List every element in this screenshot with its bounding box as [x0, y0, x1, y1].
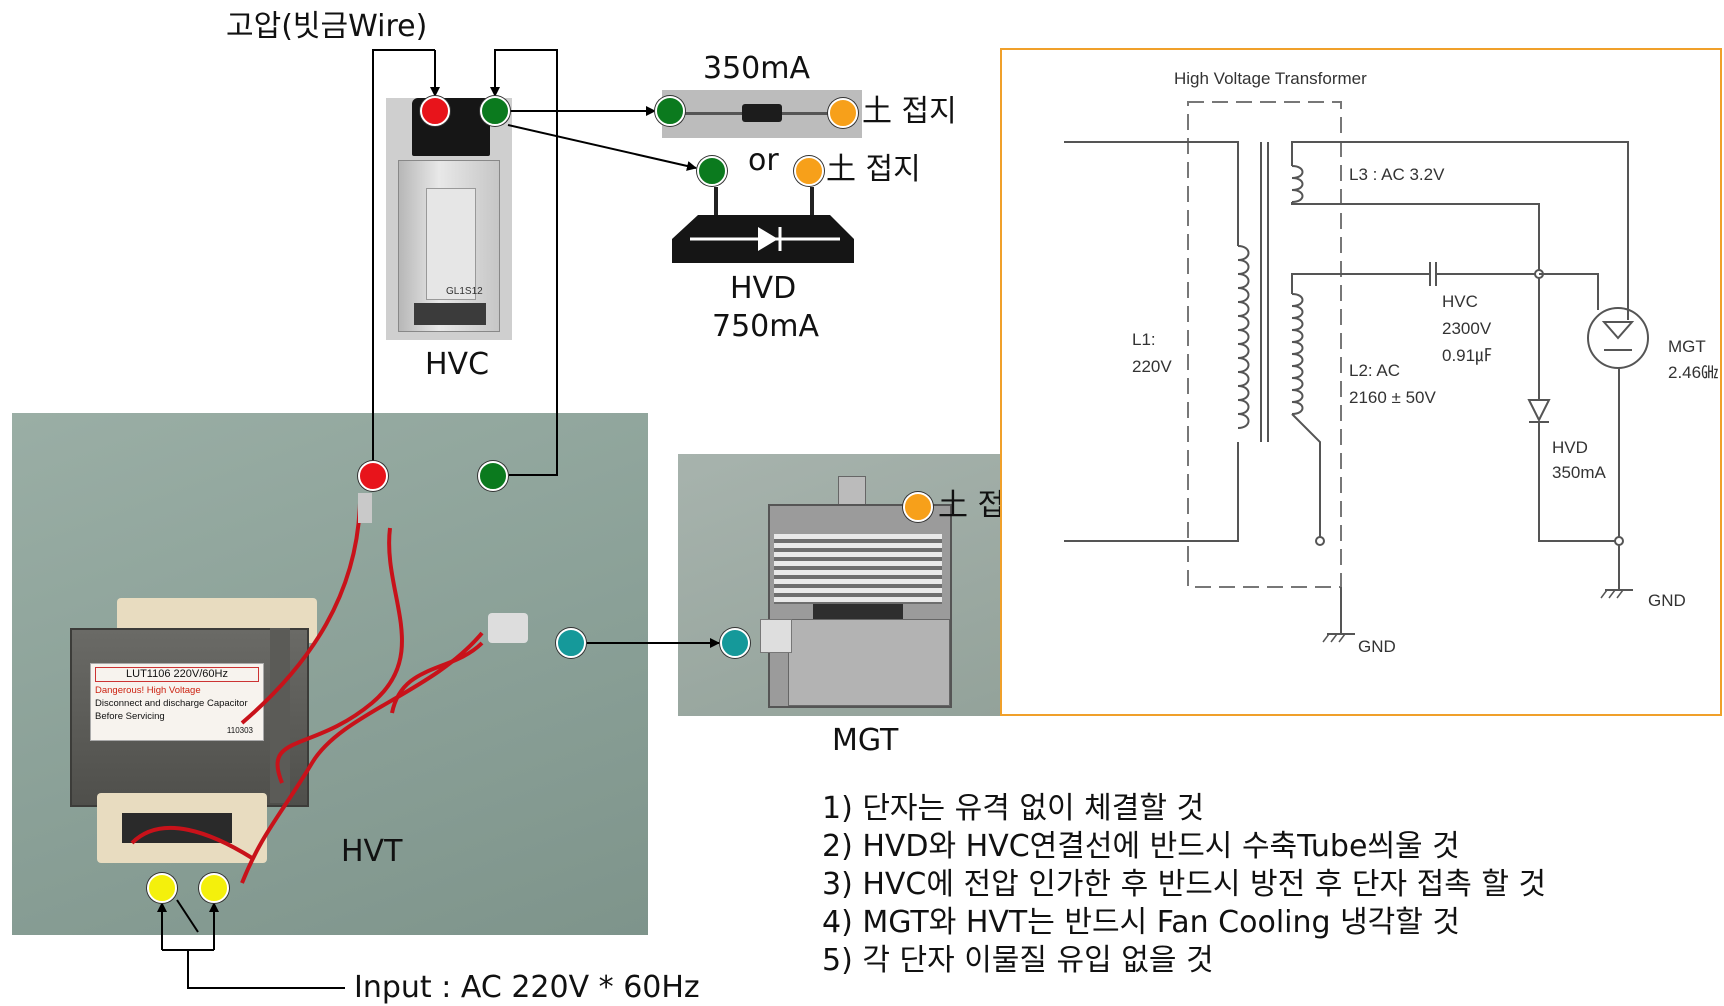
- mgt-photo: [678, 454, 1012, 716]
- hvc-voltage: 2300V: [1442, 319, 1492, 338]
- hvt-label: HVT: [341, 834, 403, 869]
- hvt-green-terminal[interactable]: [478, 461, 508, 491]
- input-yellow-terminal-1[interactable]: [147, 873, 177, 903]
- ground-symbol-icon: [1600, 589, 1633, 599]
- note-1: 1) 단자는 유격 없이 체결할 것: [822, 791, 1205, 826]
- ground-label-hvd: 土 접지: [826, 152, 921, 187]
- hvd-ground-terminal[interactable]: [794, 156, 824, 186]
- l1-name: L1:: [1132, 330, 1156, 349]
- magnetron-tube-icon: [1587, 307, 1649, 369]
- schematic-panel: High Voltage Transformer L1: 220V L3 : A…: [1000, 48, 1722, 716]
- hvc-red-terminal[interactable]: [420, 96, 450, 126]
- mgt-filter-box: [788, 619, 950, 706]
- nameplate-line1: Disconnect and discharge Capacitor: [95, 698, 248, 709]
- hvt-core-side: [270, 628, 290, 803]
- input-yellow-terminal-2[interactable]: [199, 873, 229, 903]
- schematic-drawing: High Voltage Transformer L1: 220V L3 : A…: [1064, 69, 1718, 656]
- fuse-body: [742, 104, 782, 122]
- current-350-label: 350mA: [703, 51, 811, 86]
- inductor-coil-icon: [1291, 165, 1304, 203]
- nameplate-line2: Before Servicing: [95, 711, 165, 722]
- instruction-notes: 1) 단자는 유격 없이 체결할 것 2) HVD와 HVC연결선에 반드시 수…: [822, 790, 1546, 980]
- hvc-label: HVC: [425, 347, 490, 382]
- gnd-left: GND: [1358, 637, 1396, 656]
- schematic-title: High Voltage Transformer: [1174, 69, 1367, 88]
- l2-value: 2160 ± 50V: [1349, 388, 1437, 407]
- hvc-marking: GL1S12: [446, 286, 483, 297]
- diode-icon: [758, 227, 778, 251]
- hvd-name: HVD: [1552, 438, 1588, 457]
- hvc-green-terminal[interactable]: [480, 96, 510, 126]
- l1-value: 220V: [1132, 357, 1172, 376]
- mgt-teal-terminal[interactable]: [720, 628, 750, 658]
- hvd-diode-drawing: [672, 187, 854, 263]
- hvt-wires: [130, 493, 528, 884]
- note-5: 5) 각 단자 이물질 유입 없을 것: [822, 943, 1214, 978]
- mgt-terminal: [760, 619, 792, 653]
- mgt-fins: [774, 534, 942, 604]
- diode-icon: [1527, 399, 1551, 423]
- mgt-antenna: [838, 476, 866, 506]
- inductor-coil-icon: [1237, 245, 1250, 429]
- mgt-ground-terminal[interactable]: [903, 492, 933, 522]
- mgt-label: MGT: [832, 723, 899, 758]
- ground-symbol-icon: [1322, 633, 1355, 643]
- arrow-icon: [507, 124, 697, 171]
- note-4: 4) MGT와 HVT는 반드시 Fan Cooling 냉각할 것: [822, 905, 1461, 940]
- hvc-photo: GL1S12: [386, 98, 512, 340]
- nameplate-warning: Dangerous! High Voltage: [95, 685, 201, 696]
- hvt-red-terminal[interactable]: [358, 461, 388, 491]
- input-label: Input : AC 220V * 60Hz: [354, 970, 700, 1005]
- hvt-teal-terminal[interactable]: [556, 628, 586, 658]
- capacitor-icon: [1421, 262, 1539, 286]
- inductor-coil-icon: [1291, 293, 1304, 415]
- hvc-label: [426, 188, 476, 300]
- hvc-capacitance: 0.91㎌: [1442, 346, 1492, 366]
- nameplate-model: LUT1106 220V/60Hz: [95, 667, 259, 682]
- hvt-nameplate: LUT1106 220V/60Hz Dangerous! High Voltag…: [90, 663, 264, 741]
- mgt-name: MGT: [1668, 337, 1706, 356]
- note-2: 2) HVD와 HVC연결선에 반드시 수축Tube씌울 것: [822, 829, 1460, 864]
- hvt-photo: LUT1106 220V/60Hz Dangerous! High Voltag…: [12, 413, 648, 935]
- fuse-green-terminal[interactable]: [655, 96, 685, 126]
- hvd-current: 350mA: [1552, 463, 1607, 482]
- nameplate-code: 110303: [226, 726, 253, 735]
- ground-label-fuse: 土 접지: [862, 94, 957, 129]
- mgt-frequency: 2.46㎓: [1668, 363, 1718, 382]
- hvc-bottom-band: [414, 303, 486, 325]
- or-label: or: [748, 143, 779, 178]
- l3-label: L3 : AC 3.2V: [1349, 165, 1445, 184]
- fuse-ground-terminal[interactable]: [828, 98, 858, 128]
- hvd-green-terminal[interactable]: [697, 156, 727, 186]
- current-750-label: 750mA: [712, 309, 820, 344]
- arrow-icon: [490, 49, 558, 476]
- hvc-name: HVC: [1442, 292, 1478, 311]
- note-3: 3) HVC에 전압 인가한 후 반드시 방전 후 단자 접촉 할 것: [822, 867, 1547, 902]
- hvd-label: HVD: [730, 271, 797, 306]
- high-voltage-wire-label: 고압(빗금Wire): [226, 9, 428, 44]
- gnd-right: GND: [1648, 591, 1686, 610]
- l2-name: L2: AC: [1349, 361, 1400, 380]
